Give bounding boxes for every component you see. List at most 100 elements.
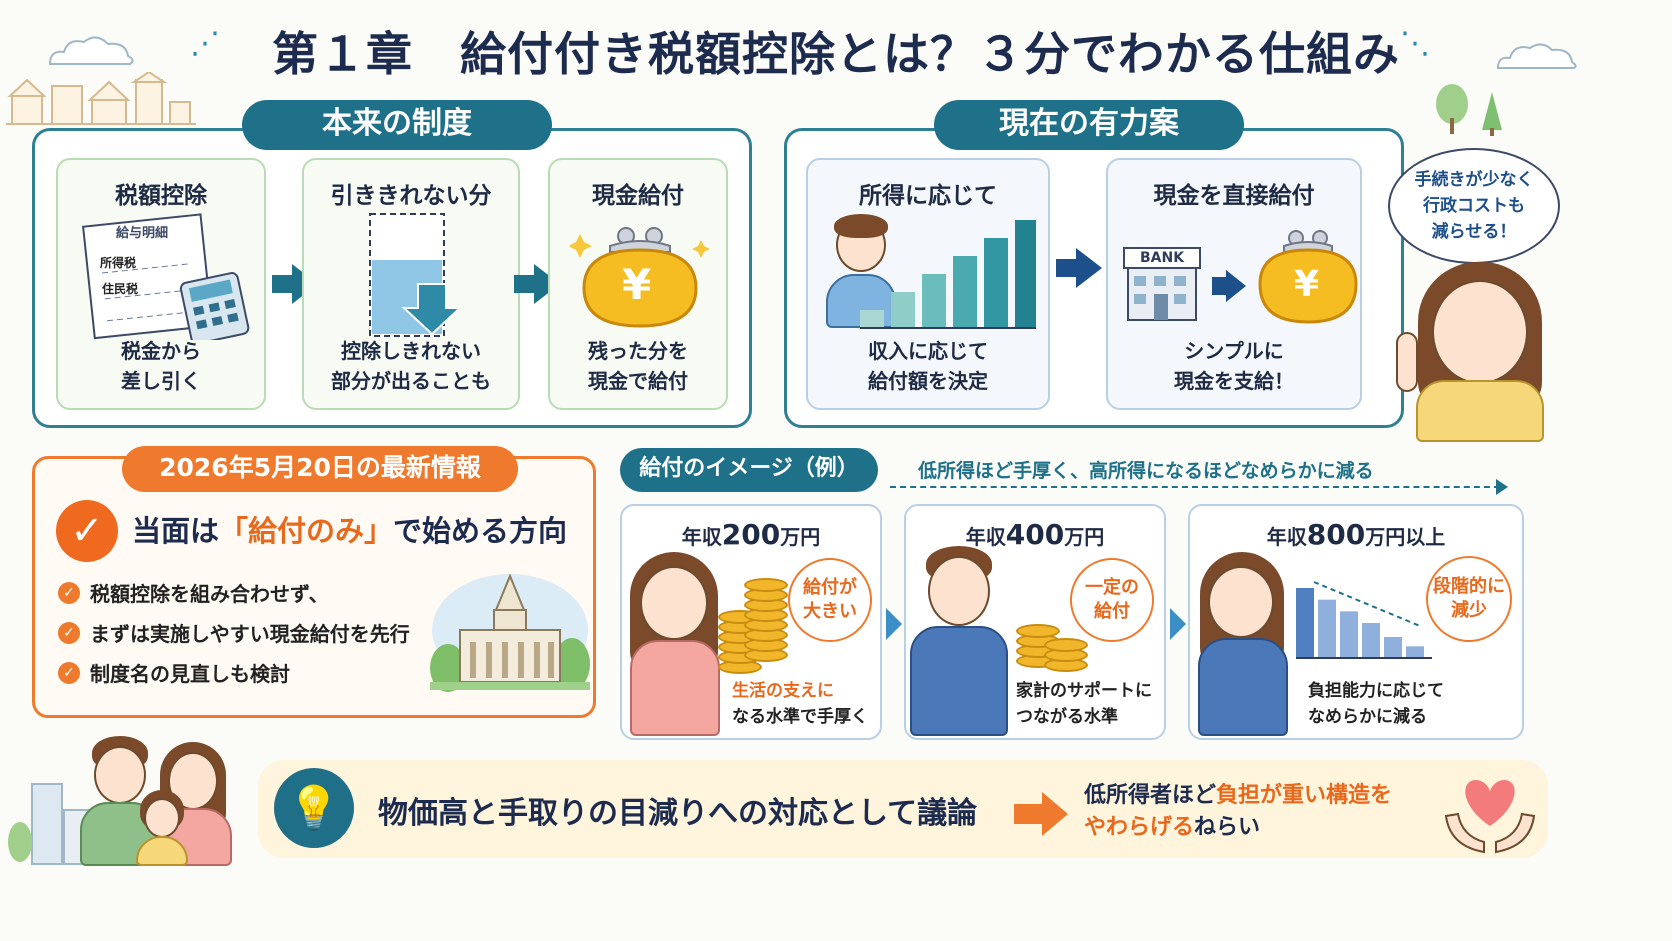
coin-purse-icon [570, 227, 710, 328]
child-avatar [144, 798, 180, 838]
yen-icon: ¥ [622, 260, 652, 309]
discussion-text: 物価高と手取りの目減りへの対応として議論 [378, 796, 978, 831]
discussion-bar [258, 760, 1548, 858]
ex-foot: 家計のサポートにつながる水準 [1016, 678, 1152, 730]
card-foot-line2: 現金を支給！ [1174, 369, 1294, 393]
bubble-line2: 減少 [1451, 600, 1487, 621]
chevron-right-icon [886, 608, 902, 640]
ex-foot-line1: 家計のサポートに [1016, 681, 1152, 701]
man-avatar [928, 556, 990, 626]
benefit-image-label: 給付のイメージ（例） [620, 448, 878, 492]
income-400-card: 年収400万円 一定の給付 家計のサポートにつながる水準 [904, 504, 1166, 740]
woman-avatar [1432, 280, 1528, 384]
income-bar [922, 274, 946, 328]
coin-icon [1044, 638, 1088, 652]
payslip-title: 給与明細 [116, 226, 169, 241]
card-foot-line1: 収入に応じて [868, 339, 988, 363]
news-bullet: 税額控除を組み合わせず、 [90, 582, 329, 606]
bubble-line1: 一定の [1085, 577, 1139, 598]
card-foot-line2: 現金で給付 [588, 369, 688, 393]
decrease-bar [1340, 611, 1358, 658]
income-bar [891, 292, 915, 328]
cloud-icon [48, 36, 134, 65]
bank-label: BANK [1140, 250, 1185, 266]
aim-pre: 低所得者ほど [1084, 783, 1217, 808]
ex-foot-line2: なる水準で手厚く [732, 707, 868, 727]
aim-post: ねらい [1194, 815, 1261, 840]
original-system-label: 本来の制度 [242, 100, 552, 150]
arrow-head-icon [1496, 479, 1508, 495]
income-bar [984, 238, 1008, 328]
headline-pre: 当面は [132, 514, 220, 548]
aim-highlight-2: やわらげる [1084, 815, 1195, 840]
tree-icon [1436, 84, 1502, 136]
boy-hair [834, 214, 888, 238]
flow-arrow-icon [1014, 792, 1068, 836]
decrease-bar [1362, 623, 1380, 658]
card-foot: 残った分を 現金で給付 [550, 336, 726, 396]
headline-highlight: 「給付のみ」 [219, 514, 394, 548]
speech-line1: 手続きが少なく [1414, 170, 1534, 190]
card-foot: 税金から 差し引く [58, 336, 264, 396]
ex-head-post: 万円以上 [1365, 525, 1446, 549]
card-foot: 控除しきれない 部分が出ることも [304, 336, 518, 396]
decrease-bar [1296, 588, 1314, 658]
sparkle-left-icon: ⋰ [190, 26, 220, 61]
check-icon: ✓ [58, 582, 80, 604]
buildings-icon [8, 783, 91, 865]
benefit-note: 低所得ほど手厚く、高所得になるほどなめらかに減る [918, 460, 1374, 482]
coin-stack-icon [718, 576, 788, 676]
direct-cash-card: 現金を直接給付 BANK ¥ シンプルに 現金を支給！ [1106, 158, 1362, 410]
remaining-glass-icon [369, 213, 463, 337]
aim-highlight: 負担が重い構造を [1216, 783, 1393, 808]
ex-head: 年収200万円 [622, 518, 880, 551]
ex-foot: 負担能力に応じてなめらかに減る [1308, 678, 1444, 730]
decrease-bar [1318, 599, 1336, 658]
tax-credit-card: 税額控除 給与明細 所得税 住民税 税金から 差し引く [56, 158, 266, 410]
speech-line2: 行政コストも [1423, 196, 1525, 216]
bubble-line1: 段階的に [1433, 576, 1505, 597]
card-foot-line2: 差し引く [121, 369, 201, 393]
income-bar [1015, 220, 1036, 328]
payslip-resident-tax: 住民税 [102, 282, 139, 296]
woman-body [630, 640, 720, 736]
sparkle-right-icon: ⋱ [1400, 26, 1430, 61]
ex-head-post: 万円 [780, 525, 821, 549]
news-headline: 当面は「給付のみ」で始める方向 [132, 508, 567, 550]
woman-body [1198, 638, 1288, 736]
decrease-arrow-line [890, 486, 1500, 488]
coin-icon [744, 578, 788, 592]
diet-building-icon [430, 573, 590, 692]
income-bar-chart [860, 220, 1036, 329]
benefit-bubble: 給付が大きい [788, 558, 872, 642]
pointing-finger-icon [1396, 332, 1418, 392]
speech-line3: 減らせる！ [1431, 222, 1517, 242]
current-proposal-label: 現在の有力案 [934, 100, 1244, 150]
man-body [910, 626, 1008, 736]
card-foot-line2: 部分が出ることも [331, 369, 491, 393]
ex-head-post: 万円 [1064, 525, 1105, 549]
ex-head-pre: 年収 [965, 525, 1006, 549]
bubble-line2: 給付 [1094, 601, 1130, 622]
flow-arrow-icon [1212, 270, 1246, 302]
speech-bubble: 手続きが少なく 行政コストも 減らせる！ [1388, 148, 1560, 264]
yen-icon: ¥ [1294, 264, 1320, 305]
card-foot: 収入に応じて 給付額を決定 [808, 336, 1048, 396]
payslip-icon [82, 213, 250, 340]
ex-head: 年収400万円 [906, 518, 1164, 551]
card-head: 現金給付 [592, 183, 684, 209]
ex-foot-line1: 負担能力に応じて [1308, 681, 1444, 701]
card-head: 税額控除 [115, 183, 207, 209]
woman-body [1416, 380, 1544, 442]
ex-head: 年収800万円以上 [1190, 518, 1522, 551]
ex-foot: 生活の支えになる水準で手厚く [732, 678, 868, 730]
bubble-line1: 給付が [803, 577, 857, 598]
check-icon: ✓ [58, 622, 80, 644]
benefit-bubble: 一定の給付 [1070, 558, 1154, 642]
decrease-bar [1384, 637, 1402, 658]
ex-head-amount: 200 [721, 518, 781, 551]
cash-payment-card: 現金給付 ¥ 残った分を 現金で給付 [548, 158, 728, 410]
income-bar [860, 310, 884, 328]
income-based-card: 所得に応じて 収入に応じて 給付額を決定 [806, 158, 1050, 410]
decrease-bar [1406, 646, 1424, 658]
